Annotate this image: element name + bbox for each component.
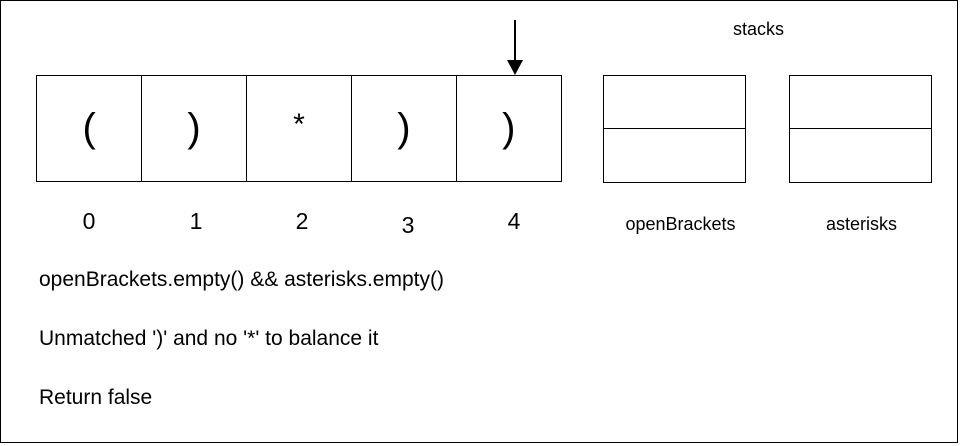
- cell-3: ): [350, 75, 458, 182]
- index-3: 3: [401, 212, 415, 238]
- open-brackets-stack: [603, 75, 746, 183]
- index-1: 1: [189, 208, 203, 234]
- stacks-title: stacks: [733, 19, 785, 39]
- index-2: 2: [295, 208, 309, 234]
- condition-text: openBrackets.empty() && asterisks.empty(…: [39, 268, 444, 291]
- stack-divider: [604, 128, 745, 129]
- result-text: Return false: [39, 386, 153, 409]
- explanation-text: Unmatched ')' and no '*' to balance it: [39, 327, 379, 350]
- cell-1: ): [140, 75, 248, 182]
- pointer-arrow-icon: [507, 20, 523, 75]
- index-0: 0: [82, 208, 96, 234]
- cell-0: (: [36, 75, 143, 182]
- stack-divider: [790, 128, 931, 129]
- index-4: 4: [507, 208, 521, 234]
- open-brackets-label: openBrackets: [625, 214, 736, 234]
- cell-2: *: [245, 75, 353, 182]
- input-string-cells: ( ) * ) ): [36, 75, 562, 182]
- asterisks-stack: [789, 75, 932, 183]
- cell-4: ): [455, 75, 562, 182]
- asterisks-label: asterisks: [825, 214, 897, 234]
